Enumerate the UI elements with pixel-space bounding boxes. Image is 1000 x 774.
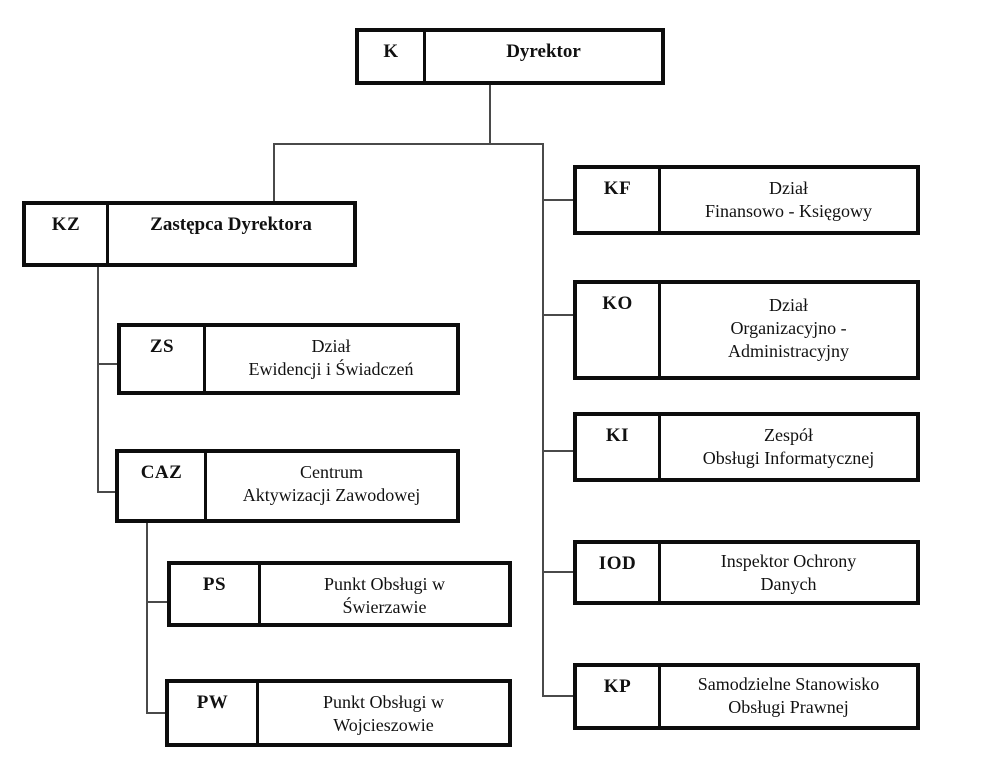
org-node-label: Samodzielne Stanowisko Obsługi Prawnej — [661, 667, 916, 726]
org-label-line: Wojcieszowie — [333, 715, 434, 735]
org-node-label: Centrum Aktywizacji Zawodowej — [207, 453, 456, 519]
org-node-dyrektor: K Dyrektor — [355, 28, 665, 85]
org-node-label: Punkt Obsługi w Świerzawie — [261, 565, 508, 623]
org-code-text: KP — [603, 676, 632, 697]
connector-stub-kf — [542, 199, 573, 201]
org-node-label: Punkt Obsługi w Wojcieszowie — [259, 683, 508, 743]
connector-caz-spine — [146, 523, 148, 714]
connector-stub-ps — [146, 601, 167, 603]
org-code-text: PW — [196, 692, 229, 713]
org-node-zastepca-dyrektora: KZ Zastępca Dyrektora — [22, 201, 357, 267]
org-node-code: CAZ — [119, 453, 207, 519]
org-node-label: Zespół Obsługi Informatycznej — [661, 416, 916, 478]
org-node-centrum-aktywizacji: CAZ Centrum Aktywizacji Zawodowej — [115, 449, 460, 523]
org-label-line: Zastępca Dyrektora — [150, 214, 312, 235]
org-label-line: Danych — [760, 574, 817, 594]
org-code-text: IOD — [598, 553, 637, 574]
org-label-line: Dział — [769, 295, 808, 315]
org-label-line: Centrum — [300, 462, 363, 482]
connector-stub-pw — [146, 712, 167, 714]
connector-stub-iod — [542, 571, 573, 573]
connector-left-spine — [97, 267, 99, 493]
org-code-text: PS — [202, 574, 227, 595]
org-label-line: Obsługi Informatycznej — [702, 448, 875, 468]
org-label-line: Organizacyjno - — [730, 318, 847, 338]
org-node-code: KZ — [26, 205, 109, 263]
org-node-punkt-swierzawa: PS Punkt Obsługi w Świerzawie — [167, 561, 512, 627]
org-code-text: K — [383, 41, 399, 62]
connector-stub-kp — [542, 695, 573, 697]
org-node-stanowisko-obslugi-prawnej: KP Samodzielne Stanowisko Obsługi Prawne… — [573, 663, 920, 730]
org-node-label: Dyrektor — [426, 32, 661, 81]
org-label-line: Aktywizacji Zawodowej — [242, 485, 421, 505]
org-node-label: Dział Organizacyjno - Administracyjny — [661, 284, 916, 376]
org-node-code: PS — [171, 565, 261, 623]
connector-stub-zs — [97, 363, 117, 365]
org-code-text: KF — [603, 178, 632, 199]
org-node-code: ZS — [121, 327, 206, 391]
org-node-label: Inspektor Ochrony Danych — [661, 544, 916, 601]
org-node-code: K — [359, 32, 426, 81]
org-node-code: KO — [577, 284, 661, 376]
org-code-text: KI — [605, 425, 630, 446]
connector-top-horizontal — [273, 143, 544, 145]
org-label-line: Punkt Obsługi w — [323, 574, 446, 594]
org-label-line: Finansowo - Księgowy — [705, 201, 872, 221]
org-label-line: Obsługi Prawnej — [728, 697, 849, 717]
org-node-label: Dział Ewidencji i Świadczeń — [206, 327, 456, 391]
org-code-text: KZ — [51, 214, 81, 235]
connector-stub-caz — [97, 491, 117, 493]
org-node-dzial-organizacyjno-administracyjny: KO Dział Organizacyjno - Administracyjny — [573, 280, 920, 380]
org-code-text: ZS — [149, 336, 175, 357]
org-node-dzial-ewidencji: ZS Dział Ewidencji i Świadczeń — [117, 323, 460, 395]
org-label-line: Samodzielne Stanowisko — [697, 674, 880, 694]
org-label-line: Zespół — [764, 425, 813, 445]
org-label-line: Świerzawie — [342, 597, 427, 617]
org-label-line: Dyrektor — [506, 41, 581, 62]
org-node-code: IOD — [577, 544, 661, 601]
org-label-line: Inspektor Ochrony — [720, 551, 857, 571]
org-code-text: KO — [602, 293, 633, 314]
org-code-text: CAZ — [140, 462, 183, 483]
org-label-line: Dział — [769, 178, 808, 198]
connector-k-drop — [489, 85, 491, 143]
org-label-line: Dział — [311, 336, 351, 356]
org-node-code: KI — [577, 416, 661, 478]
org-node-dzial-finansowo-ksiegowy: KF Dział Finansowo - Księgowy — [573, 165, 920, 235]
org-node-label: Zastępca Dyrektora — [109, 205, 353, 263]
connector-stub-ki — [542, 450, 573, 452]
connector-kz-drop — [273, 143, 275, 201]
org-node-punkt-wojcieszow: PW Punkt Obsługi w Wojcieszowie — [165, 679, 512, 747]
org-label-line: Ewidencji i Świadczeń — [248, 359, 414, 379]
org-label-line: Punkt Obsługi w — [322, 692, 445, 712]
org-node-label: Dział Finansowo - Księgowy — [661, 169, 916, 231]
connector-right-spine — [542, 143, 544, 697]
connector-stub-ko — [542, 314, 573, 316]
org-node-code: KF — [577, 169, 661, 231]
org-label-line: Administracyjny — [728, 341, 849, 361]
org-node-code: KP — [577, 667, 661, 726]
org-node-inspektor-ochrony-danych: IOD Inspektor Ochrony Danych — [573, 540, 920, 605]
org-node-zespol-obslugi-informatycznej: KI Zespół Obsługi Informatycznej — [573, 412, 920, 482]
org-node-code: PW — [169, 683, 259, 743]
